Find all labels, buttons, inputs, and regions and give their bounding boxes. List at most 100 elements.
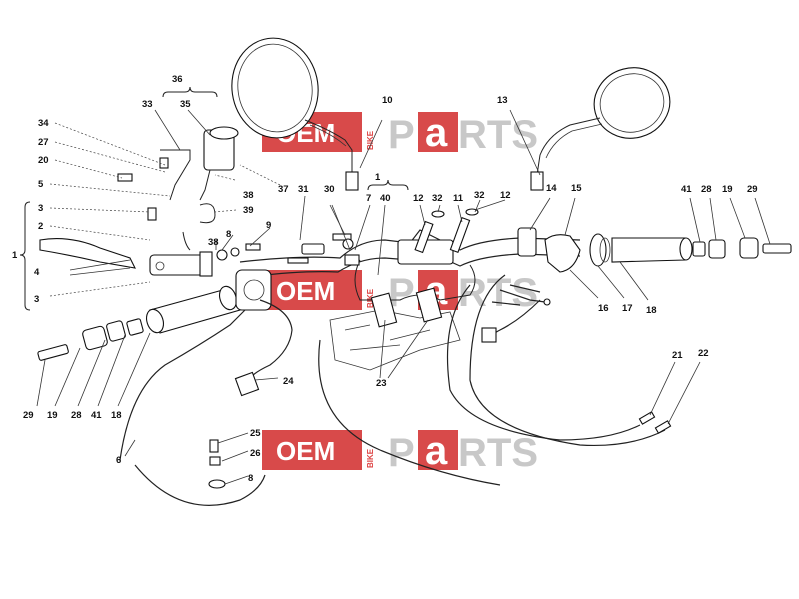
label-2: 2	[38, 221, 43, 232]
handlebar-tube-bottom	[239, 247, 581, 279]
label-41b: 41	[91, 410, 102, 421]
washer	[216, 249, 228, 261]
label-3a: 3	[38, 203, 43, 214]
left-mirror-stem	[304, 119, 353, 175]
label-27: 27	[38, 137, 49, 148]
watermark-top: OEM BIKE P a RTS	[262, 111, 538, 157]
riser-block-right	[415, 287, 443, 323]
clamp-hardware	[287, 208, 479, 266]
label-18a: 18	[646, 305, 657, 316]
brace-1-left	[19, 201, 31, 311]
label-20: 20	[38, 155, 49, 166]
label-25: 25	[250, 428, 261, 439]
label-8b: 8	[248, 473, 253, 484]
label-36: 36	[172, 74, 183, 85]
label-30: 30	[324, 184, 335, 195]
small-screw	[147, 207, 157, 221]
triple-clamp-detail	[344, 324, 431, 351]
label-19b: 19	[47, 410, 58, 421]
watermark-oem-box	[262, 270, 362, 310]
leader-lines	[36, 109, 771, 485]
throttle-cable-2	[446, 284, 641, 441]
clamp-bolt-left	[414, 220, 434, 254]
label-10: 10	[382, 95, 393, 106]
bar-end-weight-left	[82, 325, 108, 351]
label-29a: 29	[747, 184, 758, 195]
hose-clip	[199, 203, 216, 224]
watermark-middle: OEM BIKE P a RTS	[262, 269, 538, 315]
label-3b: 3	[34, 294, 39, 305]
watermark-rts: RTS	[458, 113, 538, 157]
clamp-bolt-right	[449, 216, 471, 254]
small-pin	[287, 257, 309, 264]
bracket-nut	[159, 157, 169, 169]
label-11: 11	[453, 193, 464, 204]
watermark-oem: OEM	[276, 276, 335, 306]
label-1-top: 1	[375, 172, 381, 183]
cable-end-2	[509, 284, 541, 293]
label-8a: 8	[226, 229, 231, 240]
label-33: 33	[142, 99, 153, 110]
clamp-block	[344, 254, 360, 266]
label-17: 17	[622, 303, 633, 314]
right-grip	[611, 237, 690, 263]
label-37: 37	[278, 184, 289, 195]
right-mirror	[530, 67, 671, 191]
label-41a: 41	[681, 184, 692, 195]
throttle-housing	[544, 234, 581, 273]
label-12a: 12	[413, 193, 424, 204]
throttle-cable-1	[318, 339, 501, 486]
watermark-bike: BIKE	[366, 130, 375, 150]
left-switch-housing	[235, 269, 272, 311]
label-18b: 18	[111, 410, 122, 421]
clutch-cable	[119, 309, 246, 461]
right-mirror-nut	[530, 171, 544, 191]
label-7: 7	[366, 193, 371, 204]
lever-clamp	[199, 251, 213, 277]
throttle-cable-3	[469, 274, 666, 446]
switch-wire-left	[249, 299, 293, 379]
cable-end-1	[499, 289, 546, 303]
watermark-a: a	[425, 429, 448, 473]
lever-pivot	[155, 261, 165, 271]
left-mirror	[231, 37, 359, 191]
label-5: 5	[38, 179, 44, 190]
bar-end-spacer-right	[708, 239, 726, 259]
label-14: 14	[546, 183, 557, 194]
cables	[119, 274, 672, 506]
left-grip-end	[145, 308, 165, 334]
label-38a: 38	[243, 190, 254, 201]
bracket-bolt	[117, 173, 133, 182]
left-mirror-rim	[237, 43, 313, 133]
label-6: 6	[116, 455, 121, 466]
bar-end-spacer-left	[106, 320, 126, 342]
watermark-bottom: OEM BIKE P a RTS	[262, 429, 538, 475]
bar-end-weight-right	[739, 237, 759, 259]
callout-labels: 10 13 36 33 35 34 27 20 5 3 2 1 4 3 37 3…	[12, 74, 758, 484]
label-35: 35	[180, 99, 191, 110]
cable-end-3	[491, 301, 521, 306]
choke-cable-lower	[134, 464, 266, 506]
label-24: 24	[283, 376, 294, 387]
right-switch	[517, 227, 537, 257]
label-32a: 32	[432, 193, 443, 204]
adjuster-washer	[208, 479, 226, 489]
label-40: 40	[380, 193, 391, 204]
watermark-a: a	[425, 111, 448, 155]
mount-bolt	[245, 243, 261, 251]
washer-right	[465, 208, 479, 216]
hose-fitting	[182, 231, 191, 251]
guide-screw	[332, 233, 352, 241]
label-13: 13	[497, 95, 508, 106]
watermark-oem: OEM	[276, 436, 335, 466]
label-34: 34	[38, 118, 49, 129]
label-28b: 28	[71, 410, 82, 421]
adjuster-nut	[209, 456, 221, 466]
left-mirror-glass	[231, 37, 319, 139]
cable-adjuster-2	[654, 420, 672, 434]
right-mirror-glass	[593, 67, 671, 139]
right-grip-assembly	[517, 227, 792, 273]
bar-end-screw-left	[37, 344, 69, 361]
left-mirror-stem-edge	[309, 124, 347, 147]
